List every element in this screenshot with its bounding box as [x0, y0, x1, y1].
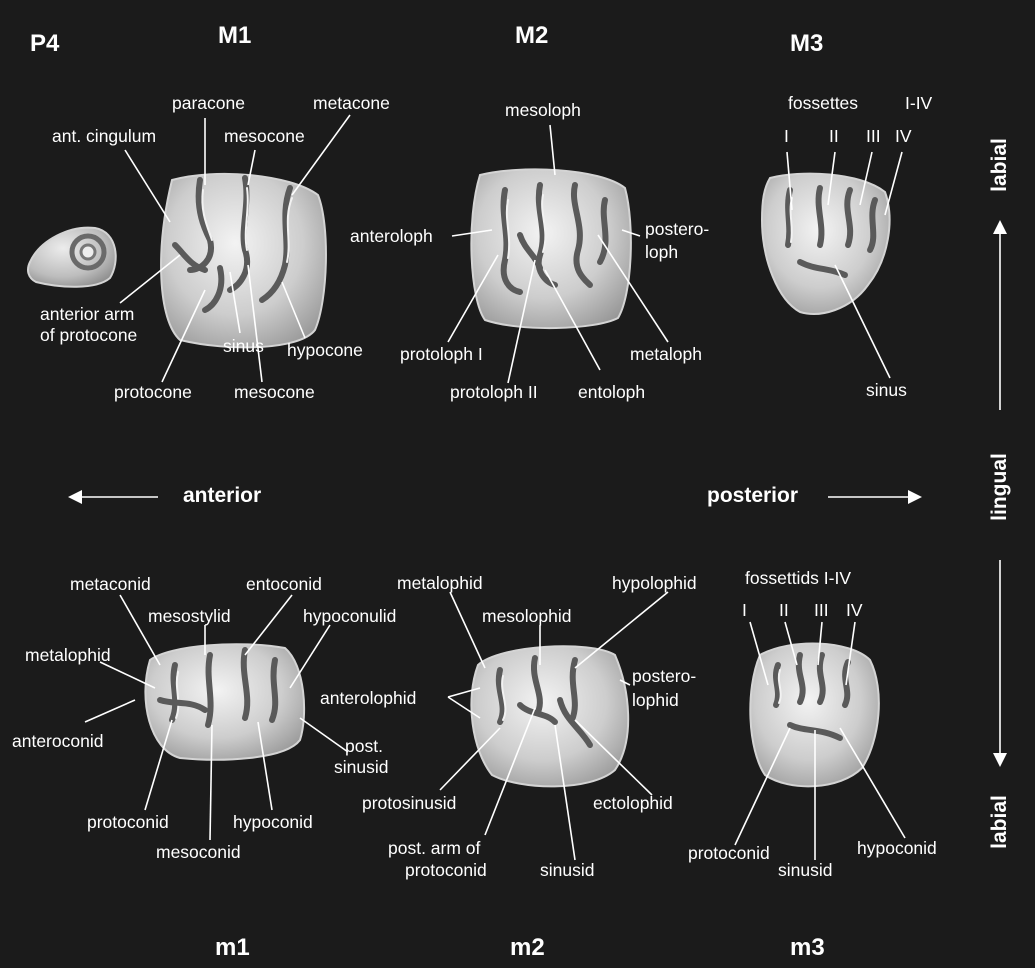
direction-labial-top: labial — [988, 138, 1012, 192]
label-ant-cingulum: ant. cingulum — [52, 126, 156, 146]
label-mesoloph: mesoloph — [505, 100, 581, 120]
label-anteroconid: anteroconid — [12, 731, 103, 751]
label-metalophid-m1: metalophid — [25, 645, 111, 665]
label-entoloph: entoloph — [578, 382, 645, 402]
title-M2: M2 — [515, 22, 548, 50]
tooth-p4 — [28, 228, 116, 287]
label-fossettid-II: II — [779, 600, 789, 620]
label-posteroloph-line1: postero- — [645, 219, 709, 239]
label-protoloph-I: protoloph I — [400, 344, 483, 364]
label-hypolophid: hypolophid — [612, 573, 697, 593]
label-protocone: protocone — [114, 382, 192, 402]
label-metaloph: metaloph — [630, 344, 702, 364]
direction-lingual: lingual — [988, 453, 1012, 521]
label-fossette-III: III — [866, 126, 881, 146]
label-sinusid-m3: sinusid — [778, 860, 832, 880]
title-M1: M1 — [218, 22, 251, 50]
label-hypoconid-m1: hypoconid — [233, 812, 313, 832]
label-fossette-IV: IV — [895, 126, 912, 146]
label-anteroloph: anteroloph — [350, 226, 433, 246]
label-fossettid-IV: IV — [846, 600, 863, 620]
title-m1: m1 — [215, 934, 250, 962]
label-mesostylid: mesostylid — [148, 606, 231, 626]
title-m2: m2 — [510, 934, 545, 962]
label-mesoconid: mesoconid — [156, 842, 241, 862]
label-fossettes: fossettes — [788, 93, 858, 113]
label-fossette-II: II — [829, 126, 839, 146]
label-hypocone: hypocone — [287, 340, 363, 360]
label-anterior-arm-line1: anterior arm — [40, 304, 134, 324]
tooth-m2 — [471, 646, 628, 786]
label-posterolophid-line1: postero- — [632, 666, 696, 686]
label-mesocone-top: mesocone — [224, 126, 305, 146]
label-paracone: paracone — [172, 93, 245, 113]
tooth-m1 — [145, 644, 304, 759]
label-protoconid-m3: protoconid — [688, 843, 770, 863]
label-sinus-M1: sinus — [223, 336, 264, 356]
title-M3: M3 — [790, 30, 823, 58]
label-protoconid-m1: protoconid — [87, 812, 169, 832]
tooth-M3 — [762, 174, 890, 314]
label-fossette-I: I — [784, 126, 789, 146]
label-ectolophid: ectolophid — [593, 793, 673, 813]
label-sinusid-m2: sinusid — [540, 860, 594, 880]
label-anterolophid: anterolophid — [320, 688, 416, 708]
label-fossettid-I: I — [742, 600, 747, 620]
label-fossettid-III: III — [814, 600, 829, 620]
title-P4: P4 — [30, 30, 59, 58]
direction-posterior: posterior — [707, 484, 798, 508]
direction-labial-bottom: labial — [988, 795, 1012, 849]
label-metalophid-m2: metalophid — [397, 573, 483, 593]
label-protosinusid: protosinusid — [362, 793, 456, 813]
label-post-sinusid-line1: post. — [345, 736, 383, 756]
label-fossettids: fossettids I-IV — [745, 568, 851, 588]
label-mesolophid: mesolophid — [482, 606, 572, 626]
label-anterior-arm-line2: of protocone — [40, 325, 137, 345]
label-hypoconid-m3: hypoconid — [857, 838, 937, 858]
label-posteroloph-line2: loph — [645, 242, 678, 262]
label-metacone: metacone — [313, 93, 390, 113]
label-posterolophid-line2: lophid — [632, 690, 679, 710]
label-post-sinusid-line2: sinusid — [334, 757, 388, 777]
label-post-arm-line1: post. arm of — [388, 838, 480, 858]
label-mesocone-bottom: mesocone — [234, 382, 315, 402]
title-m3: m3 — [790, 934, 825, 962]
direction-anterior: anterior — [183, 484, 261, 508]
label-hypoconulid: hypoconulid — [303, 606, 396, 626]
label-metaconid: metaconid — [70, 574, 151, 594]
label-entoconid: entoconid — [246, 574, 322, 594]
label-sinus-M3: sinus — [866, 380, 907, 400]
tooth-M1 — [161, 174, 326, 348]
label-post-arm-line2: protoconid — [405, 860, 487, 880]
label-fossettes-range: I-IV — [905, 93, 932, 113]
label-protoloph-II: protoloph II — [450, 382, 538, 402]
